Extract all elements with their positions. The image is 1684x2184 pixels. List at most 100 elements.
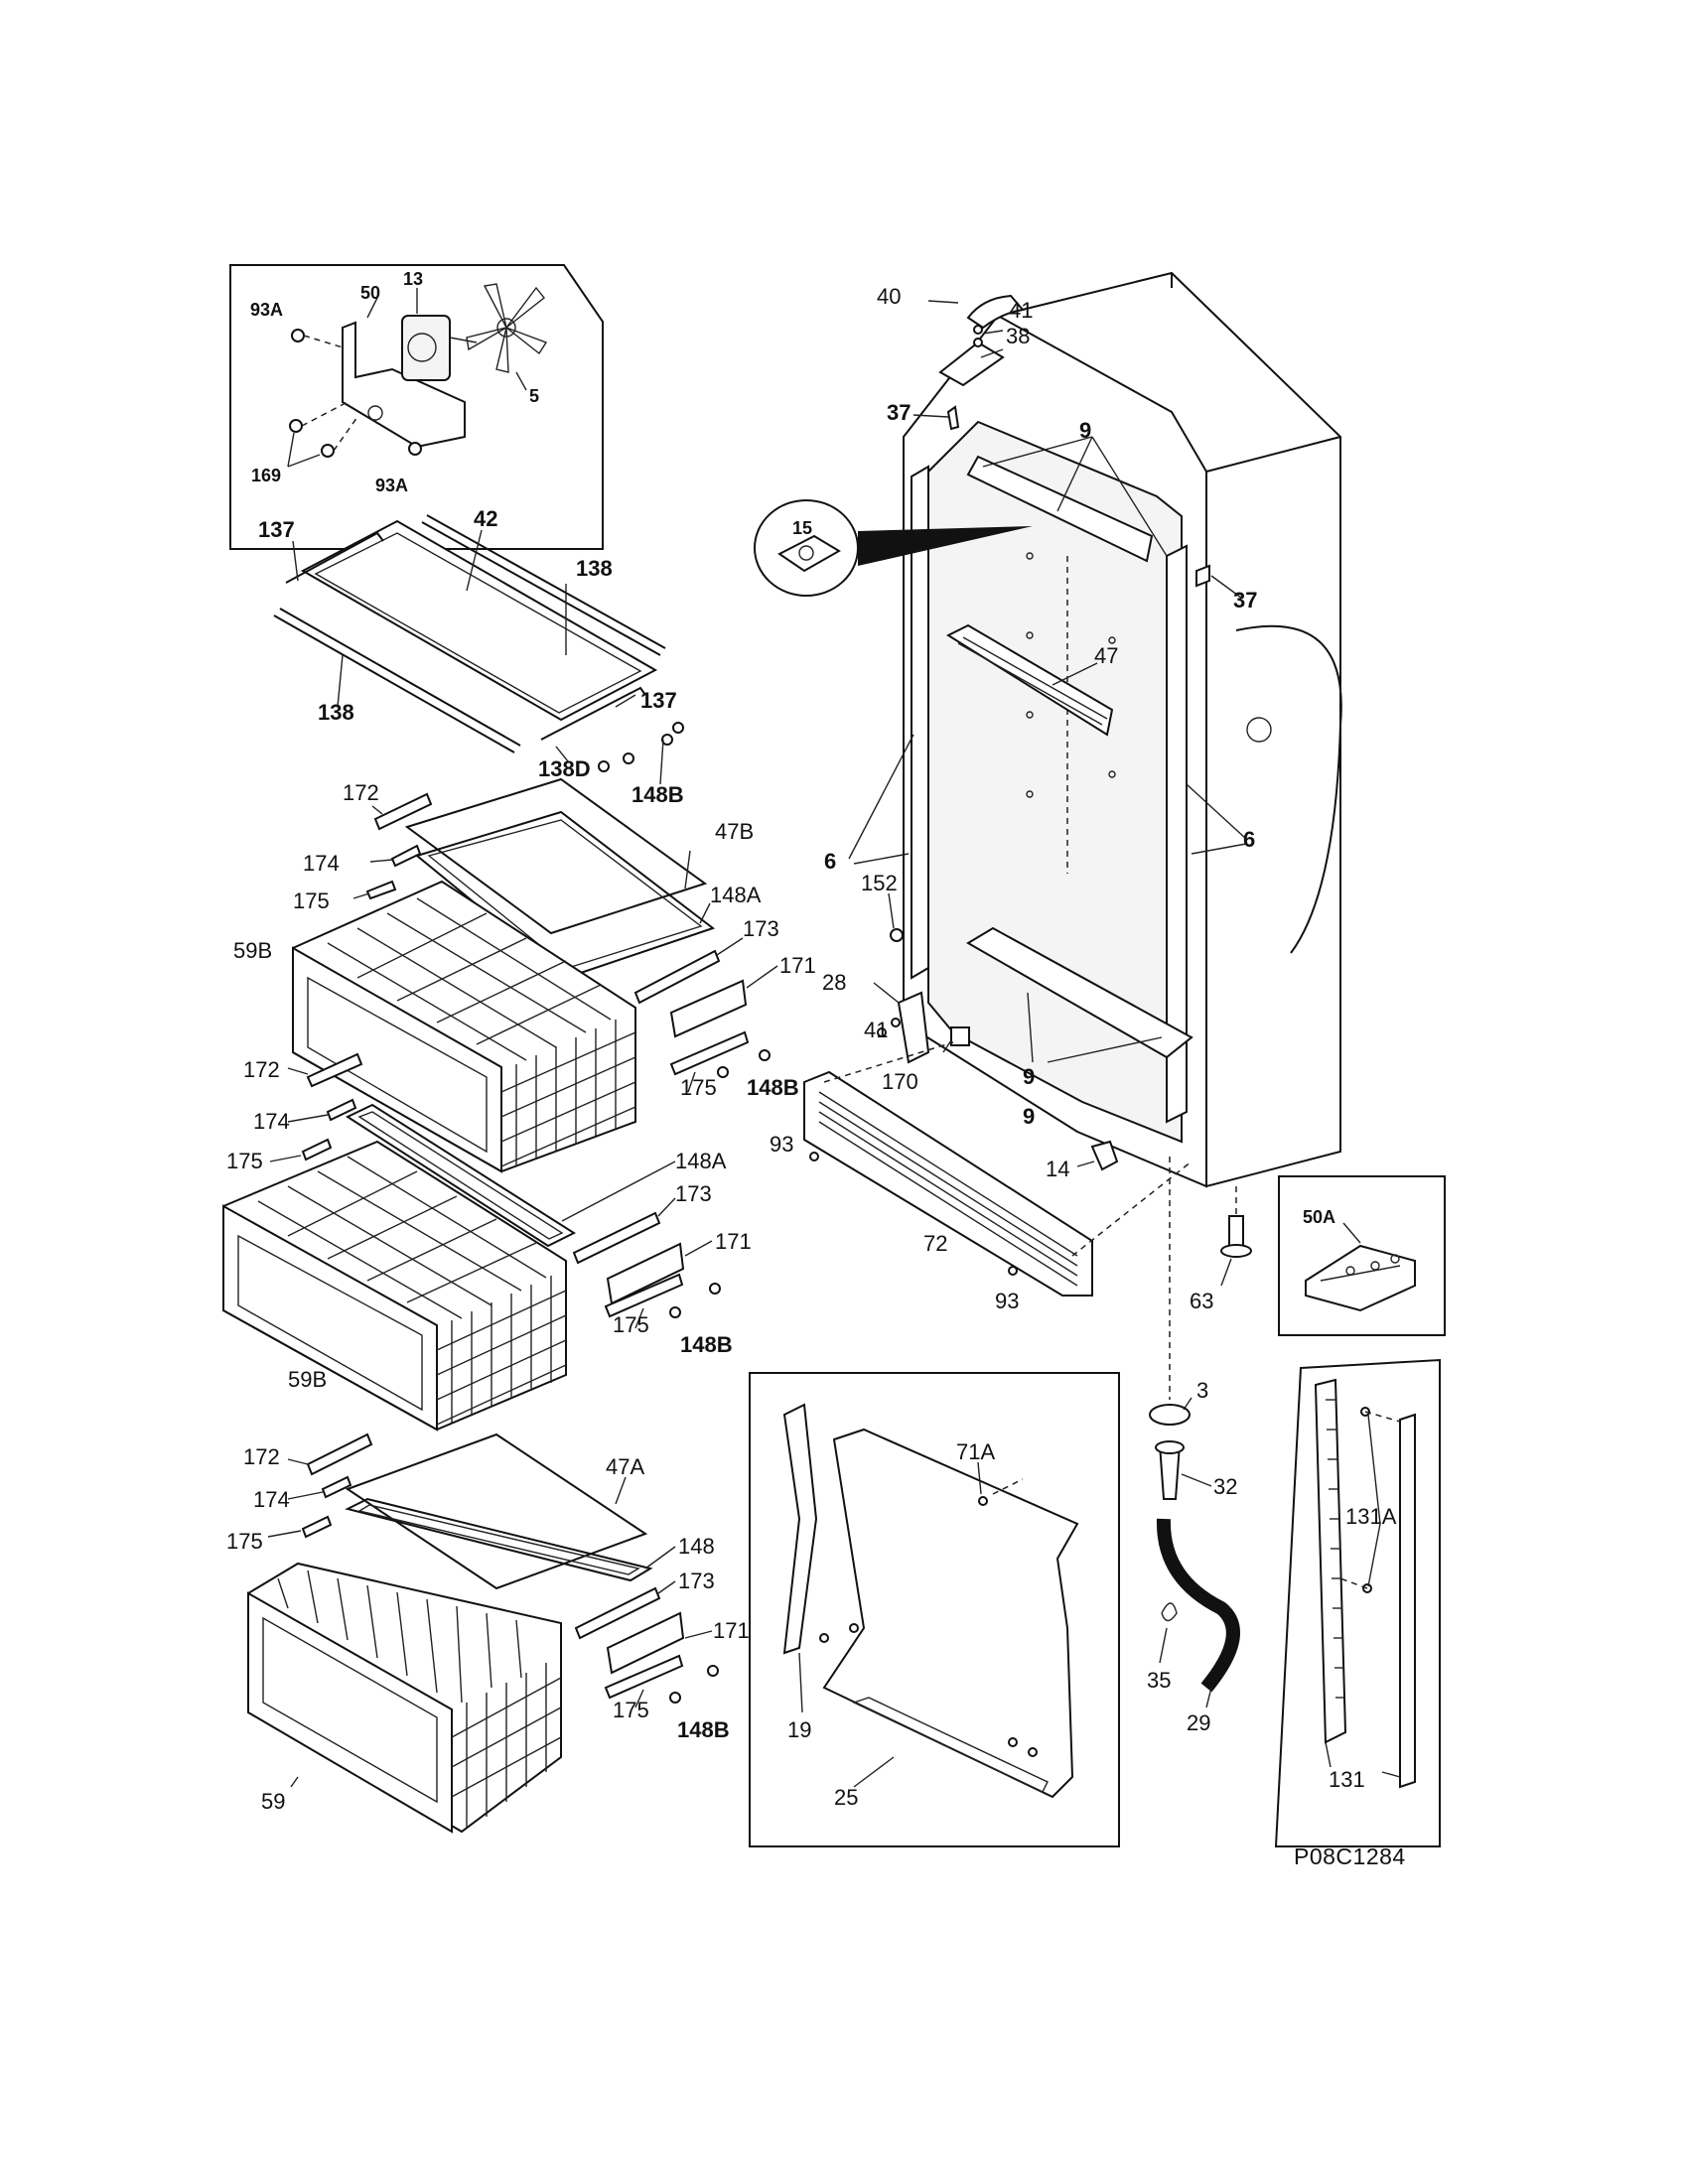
rail-172 — [373, 792, 433, 831]
middle-basket-assembly: 172 174 175 148A 173 171 59B 175 148B — [222, 1052, 752, 1432]
breaker-strip-left — [911, 465, 929, 980]
drain-cover-inset: 71A 19 25 — [749, 1372, 1120, 1847]
screw — [973, 325, 983, 335]
bracket-175 — [365, 880, 397, 900]
label-93a-2: 93A — [375, 476, 408, 495]
basket-front-panel — [292, 946, 502, 1173]
screw — [669, 1692, 681, 1704]
label-15: 15 — [792, 518, 812, 538]
spacer-37 — [1195, 564, 1210, 588]
label-137: 137 — [258, 517, 295, 542]
rail-172 — [306, 1433, 373, 1476]
label-47a: 47A — [606, 1454, 644, 1479]
label-6: 6 — [824, 849, 836, 874]
fan-motor-inset: 50 13 93A 5 169 93A — [229, 264, 604, 550]
screw — [809, 1152, 819, 1161]
bracket-175 — [669, 1030, 750, 1076]
label-59b: 59B — [233, 938, 272, 963]
screw — [291, 329, 305, 342]
screw — [1008, 1266, 1018, 1276]
drain-plug-3 — [1149, 1404, 1191, 1426]
label-148b: 148B — [677, 1717, 730, 1742]
screw — [717, 1066, 729, 1078]
clamp-35 — [1161, 1602, 1178, 1622]
switch-170 — [950, 1026, 970, 1046]
basket-cover-47a — [345, 1433, 648, 1590]
label-50: 50 — [360, 283, 380, 303]
shelf-trim-back — [421, 521, 661, 656]
screw — [661, 734, 673, 746]
fan-blade — [466, 283, 548, 373]
label-41: 41 — [1009, 298, 1033, 323]
label-170: 170 — [882, 1069, 918, 1094]
cabinet-liner — [927, 420, 1183, 1144]
basket-cover-47b — [404, 777, 708, 935]
screw — [759, 1049, 771, 1061]
inset-50a-frame — [1278, 1175, 1446, 1336]
slide-171 — [606, 1611, 685, 1675]
drain-cover-inset-frame — [749, 1372, 1120, 1847]
label-173: 173 — [675, 1181, 712, 1206]
label-50a: 50A — [1303, 1207, 1335, 1227]
label-148b: 148B — [680, 1332, 733, 1357]
label-37-2: 37 — [1233, 588, 1257, 613]
rail-172 — [306, 1052, 363, 1088]
screw — [408, 442, 422, 456]
basket-wires — [327, 897, 636, 1167]
bracket-175 — [301, 1515, 333, 1539]
screw — [707, 1665, 719, 1677]
basket-front-panel — [247, 1591, 453, 1834]
bottom-hinge-28 — [897, 991, 930, 1064]
cover-frame-148 — [345, 1497, 653, 1582]
cabinet-assembly: 40 41 38 37 9 15 37 47 6 6 152 28 41 170… — [754, 271, 1342, 1313]
clip-174 — [390, 844, 422, 868]
label-138: 138 — [576, 556, 613, 581]
slide-171 — [669, 979, 748, 1038]
label-175-2: 175 — [613, 1698, 649, 1722]
label-172: 172 — [243, 1057, 280, 1082]
label-175: 175 — [293, 888, 330, 913]
label-138-2: 138 — [318, 700, 354, 725]
breaker-strip-top — [966, 455, 1154, 563]
label-175-2: 175 — [680, 1075, 717, 1100]
label-59b: 59B — [288, 1367, 327, 1392]
rail-173 — [574, 1586, 661, 1640]
screw — [978, 1496, 988, 1506]
switch-14 — [1090, 1140, 1119, 1171]
label-35: 35 — [1147, 1668, 1171, 1693]
label-93-2: 93 — [995, 1289, 1019, 1313]
label-131: 131 — [1329, 1767, 1365, 1792]
label-175: 175 — [226, 1149, 263, 1173]
rail-173 — [633, 949, 721, 1005]
label-9-3: 9 — [1023, 1104, 1035, 1129]
basket-front-panel — [222, 1204, 438, 1432]
clip-174 — [326, 1098, 357, 1122]
bracket-175 — [301, 1138, 333, 1161]
bracket-175 — [604, 1654, 684, 1700]
drain-assembly: 3 32 35 29 — [1147, 1157, 1240, 1735]
label-93a: 93A — [250, 300, 283, 320]
label-63: 63 — [1190, 1289, 1213, 1313]
fan-motor — [401, 315, 451, 381]
label-3: 3 — [1196, 1378, 1208, 1403]
label-13: 13 — [403, 269, 423, 289]
label-174: 174 — [303, 851, 340, 876]
shelf-rail-inset: 131A 131 — [1274, 1358, 1441, 1847]
rail-inset-frame — [1274, 1358, 1441, 1847]
label-171: 171 — [713, 1618, 750, 1643]
label-37: 37 — [887, 400, 911, 425]
label-138d: 138D — [538, 756, 591, 781]
spacer-37 — [946, 405, 960, 431]
label-29: 29 — [1187, 1710, 1210, 1735]
breaker-strip-bottom — [966, 926, 1193, 1059]
hinge-pin-152 — [890, 928, 904, 942]
diagram-code: P08C1284 — [1294, 1843, 1406, 1869]
control-box-50a — [1305, 1244, 1416, 1312]
bracket-hole — [367, 405, 383, 421]
glass-shelf — [300, 519, 658, 722]
screw — [623, 752, 634, 764]
breaker-strip-right — [1166, 544, 1188, 1124]
shelf-bracket-right — [540, 686, 646, 741]
label-38: 38 — [1006, 324, 1030, 348]
